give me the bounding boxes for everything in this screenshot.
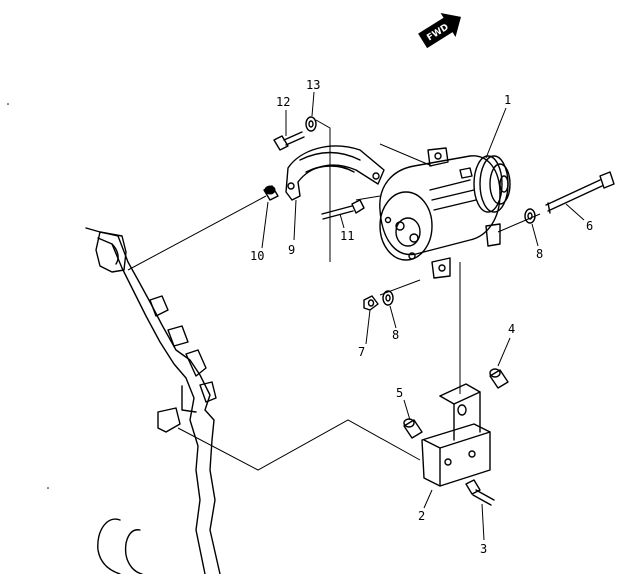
callout-1: 1 xyxy=(504,93,511,107)
bracket-2 xyxy=(421,383,491,487)
washer-8a xyxy=(524,208,536,224)
callout-12: 12 xyxy=(276,95,290,109)
callout-4: 4 xyxy=(508,322,515,336)
bolt-11 xyxy=(321,199,365,220)
callout-8b: 8 xyxy=(392,328,399,342)
bolt-3 xyxy=(465,479,495,506)
callout-9: 9 xyxy=(288,243,295,257)
engine-housing xyxy=(85,227,221,574)
callout-2: 2 xyxy=(418,509,425,523)
bushing-5 xyxy=(403,418,423,439)
compressor-1 xyxy=(379,147,511,279)
callout-5: 5 xyxy=(396,386,403,400)
callout-7: 7 xyxy=(358,345,365,359)
bushing-4 xyxy=(489,368,509,389)
callout-10: 10 xyxy=(250,249,264,263)
bolt-12 xyxy=(273,131,305,151)
washer-8b xyxy=(382,290,394,306)
bolt-6 xyxy=(545,171,615,214)
callout-6: 6 xyxy=(586,219,593,233)
scan-speck xyxy=(47,487,49,489)
callout-3: 3 xyxy=(480,542,487,556)
fwd-arrow-icon: FWD xyxy=(418,12,461,49)
washer-13 xyxy=(305,116,317,132)
callout-leaders xyxy=(261,91,585,541)
callout-8a: 8 xyxy=(536,247,543,261)
callout-11: 11 xyxy=(340,229,354,243)
assembly-lines xyxy=(127,119,541,471)
callout-labels: 1 2 3 4 5 6 7 8 8 9 10 11 12 13 xyxy=(250,78,593,556)
nut-7 xyxy=(363,295,379,311)
spacer-10 xyxy=(263,185,279,201)
scan-speck xyxy=(7,103,9,105)
strap xyxy=(285,145,385,201)
callout-13: 13 xyxy=(306,78,320,92)
